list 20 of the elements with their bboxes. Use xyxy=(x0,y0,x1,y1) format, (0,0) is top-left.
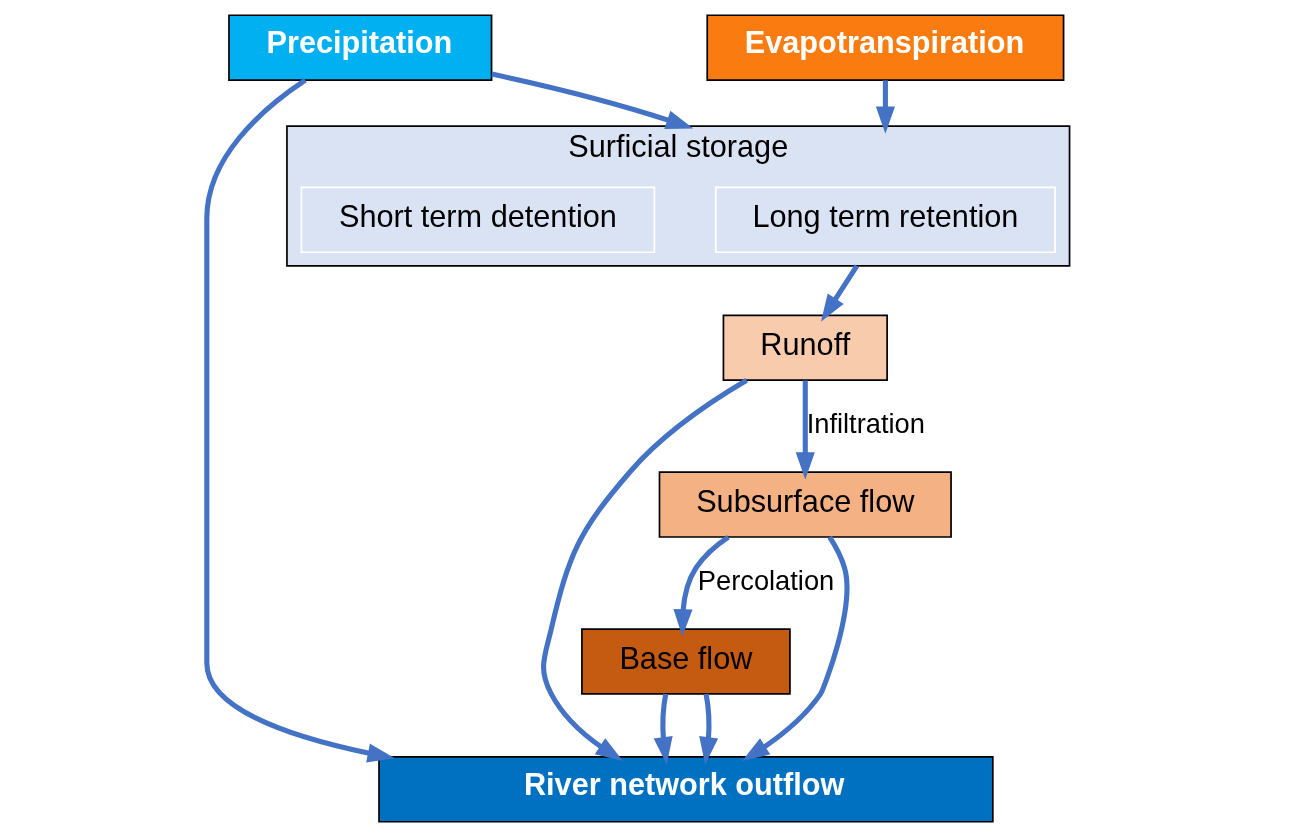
node-box: Base flow xyxy=(581,628,791,695)
arrow xyxy=(673,534,730,637)
arrow xyxy=(653,693,673,765)
node-box: Short term detention xyxy=(300,186,656,254)
edge-label: Percolation xyxy=(697,564,835,596)
node-box: Subsurface flow xyxy=(658,471,952,538)
node-box: Long term retention xyxy=(714,186,1056,254)
arrow xyxy=(541,378,748,761)
node-box: Precipitation xyxy=(228,14,493,81)
node-box: River network outflow xyxy=(378,756,994,823)
arrow xyxy=(742,535,850,762)
arrow xyxy=(875,80,895,134)
arrow xyxy=(491,71,694,129)
arrow xyxy=(820,264,859,322)
node-box: Evapotranspiration xyxy=(706,14,1065,81)
arrow xyxy=(795,380,815,480)
edge-label: Infiltration xyxy=(806,407,925,439)
arrow xyxy=(204,78,395,763)
node-box: Runoff xyxy=(722,314,888,381)
arrow xyxy=(699,693,719,765)
